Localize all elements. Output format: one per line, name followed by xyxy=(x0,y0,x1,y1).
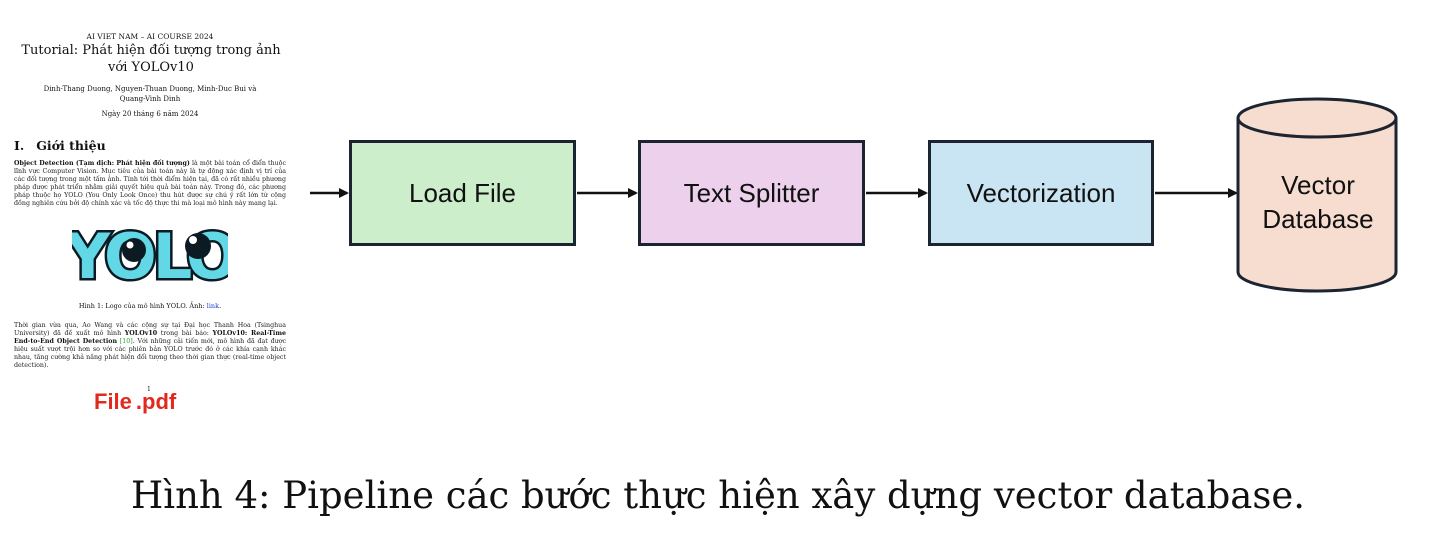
vector-database-line1: Vector xyxy=(1281,170,1355,200)
database-body xyxy=(1236,118,1398,293)
file-label: File.pdf xyxy=(94,389,176,415)
load-file-node: Load File xyxy=(349,140,576,246)
vector-database-label: Vector Database xyxy=(1238,168,1398,236)
pdf-date: Ngày 20 tháng 6 năm 2024 xyxy=(101,110,199,118)
vectorization-label: Vectorization xyxy=(966,177,1116,208)
pdf-para1-bold: Object Detection (Tạm dịch: Phát hiện đố… xyxy=(14,160,190,167)
yolo-logo-icon: YOLO xyxy=(72,218,228,296)
file-label-name: File xyxy=(94,389,132,414)
pdf-paragraph-2: Thời gian vừa qua, Ao Wang và các cộng s… xyxy=(14,322,286,371)
load-file-label: Load File xyxy=(409,177,516,208)
vectorization-node: Vectorization xyxy=(928,140,1154,246)
pdf-para1-text: là một bài toán cổ điển thuộc lĩnh vực C… xyxy=(14,160,286,208)
database-cylinder-icon xyxy=(1236,97,1398,293)
pdf-title: Tutorial: Phát hiện đối tượng trong ảnh … xyxy=(21,43,281,75)
pdf-section-title: Giới thiệu xyxy=(36,138,106,153)
pdf-para2-reference[interactable]: [10] xyxy=(119,338,133,346)
pdf-header: AI VIET NAM – AI COURSE 2024 xyxy=(86,32,214,41)
pdf-section-number: I. xyxy=(14,138,25,153)
pdf-paragraph-1: Object Detection (Tạm dịch: Phát hiện đố… xyxy=(14,160,286,209)
pdf-para2-text-c: . Với những cải tiến mới, mô hình đã đạt… xyxy=(14,338,286,370)
yolo-eye-left-highlight xyxy=(126,241,134,249)
file-label-extension: .pdf xyxy=(135,389,177,414)
pdf-authors-line1: Dinh-Thang Duong, Nguyen-Thuan Duong, Mi… xyxy=(43,85,257,93)
pdf-authors-line2: Quang-Vinh Dinh xyxy=(119,95,181,103)
pdf-para2-bold-a: YOLOv10 xyxy=(124,330,158,338)
pdf-figure-caption-link[interactable]: link xyxy=(206,302,220,310)
text-splitter-label: Text Splitter xyxy=(683,177,820,208)
pdf-figure-caption-text: Hình 1: Logo của mô hình YOLO. Ảnh: xyxy=(78,302,205,310)
yolo-eye-right-highlight xyxy=(189,236,197,244)
pdf-section-heading: I. Giới thiệu xyxy=(14,138,106,153)
database-top xyxy=(1236,97,1398,139)
pdf-figure-caption: Hình 1: Logo của mô hình YOLO. Ảnh: link… xyxy=(78,302,222,310)
yolo-eye-right xyxy=(185,233,211,259)
pdf-page-thumbnail: AI VIET NAM – AI COURSE 2024 Tutorial: P… xyxy=(0,0,300,420)
pdf-para2-text-a: Thời gian vừa qua, Ao Wang và các cộng s… xyxy=(14,322,286,338)
yolo-eye-left xyxy=(122,238,146,262)
pdf-para2-bold-b: YOLOv10: Real-Time End-to-End Object Det… xyxy=(14,330,286,346)
vector-database-line2: Database xyxy=(1262,204,1374,234)
figure-caption: Hình 4: Pipeline các bước thực hiện xây … xyxy=(130,474,1305,517)
pdf-para2-text-b: trong bài báo: xyxy=(157,330,213,338)
text-splitter-node: Text Splitter xyxy=(638,140,865,246)
pdf-authors: Dinh-Thang Duong, Nguyen-Thuan Duong, Mi… xyxy=(0,84,300,104)
pdf-page-number: 1 xyxy=(147,386,151,393)
